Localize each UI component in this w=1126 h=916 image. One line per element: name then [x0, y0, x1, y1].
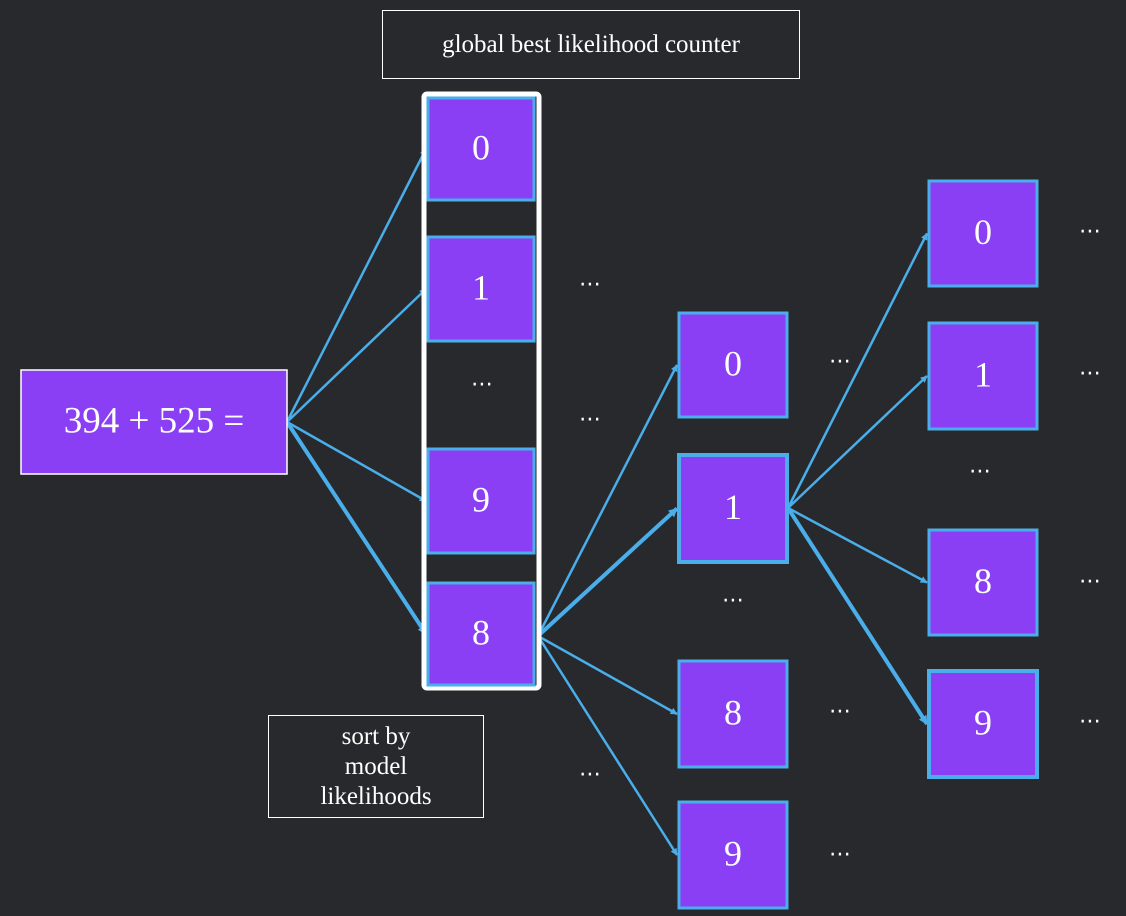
node-box [677, 453, 789, 564]
node-c2-0: 0 [677, 311, 789, 419]
node-box [677, 311, 789, 419]
node-c1-9: 9 [426, 447, 536, 555]
node-label: 8 [472, 612, 490, 652]
node-box [426, 581, 536, 687]
ellipsis-2: ⋯ [579, 407, 601, 432]
node-label: 8 [724, 692, 742, 732]
node-c3-1: 1 [927, 321, 1039, 431]
ellipsis-12: ⋯ [1079, 569, 1101, 594]
candidate-column-highlight [421, 91, 542, 691]
node-label: 0 [472, 127, 490, 167]
edge-c1_8-to-c2_1 [536, 507, 679, 638]
node-box [677, 800, 789, 910]
ellipsis-4: ⋯ [579, 762, 601, 787]
edge-root-to-c1_8 [285, 420, 428, 636]
ellipsis-6: ⋯ [829, 349, 851, 374]
edge-c2_1-to-c3_8 [787, 506, 928, 584]
node-label: 9 [724, 833, 742, 873]
edge-c1_8-to-c2_0 [536, 364, 679, 637]
edge-c2_1-to-c3_9 [786, 506, 929, 726]
node-box [426, 96, 536, 202]
node-label: 1 [472, 267, 490, 307]
node-label: 394 + 525 = [64, 400, 244, 441]
node-c3-0: 0 [927, 179, 1039, 288]
node-c2-8: 8 [677, 659, 789, 769]
node-box [927, 528, 1039, 637]
ellipsis-7: ⋯ [829, 699, 851, 724]
node-root: 394 + 525 = [20, 369, 288, 475]
node-c2-1: 1 [677, 453, 789, 564]
node-c1-0: 0 [426, 96, 536, 202]
node-label: 9 [472, 479, 490, 519]
node-c2-9: 9 [677, 800, 789, 910]
node-c1-1: 1 [426, 235, 536, 343]
edge-c2_1-to-c3_1 [787, 375, 928, 509]
node-box [426, 447, 536, 555]
ellipsis-8: ⋯ [829, 842, 851, 867]
node-label: 1 [974, 354, 992, 394]
global-best-counter-label: global best likelihood counter [382, 10, 800, 79]
edge-root-to-c1_0 [285, 148, 428, 423]
ellipsis-5: ⋯ [722, 588, 744, 613]
node-box [20, 369, 288, 475]
node-c1-8: 8 [426, 581, 536, 687]
node-box [677, 659, 789, 769]
ellipsis-10: ⋯ [1079, 219, 1101, 244]
ellipsis-13: ⋯ [1079, 709, 1101, 734]
edge-root-to-c1_9 [286, 420, 427, 503]
node-label: 0 [974, 212, 992, 252]
node-c3-8: 8 [927, 528, 1039, 637]
ellipsis-9: ⋯ [969, 459, 991, 484]
ellipsis-3: ⋯ [471, 372, 493, 397]
node-label: 9 [974, 702, 992, 742]
node-label: 1 [724, 487, 742, 527]
edge-c1_8-to-c2_8 [537, 634, 678, 716]
ellipsis-11: ⋯ [1079, 361, 1101, 386]
edge-c1_8-to-c2_9 [536, 635, 679, 856]
node-box [927, 321, 1039, 431]
ellipsis-1: ⋯ [579, 272, 601, 297]
node-box [927, 669, 1039, 779]
sort-by-likelihood-label: sort by model likelihoods [268, 715, 484, 818]
node-box [426, 235, 536, 343]
node-label: 0 [724, 343, 742, 383]
node-label: 8 [974, 561, 992, 601]
node-c3-9: 9 [927, 669, 1039, 779]
node-box [927, 179, 1039, 288]
edge-root-to-c1_1 [286, 288, 427, 423]
edge-c2_1-to-c3_0 [786, 232, 929, 509]
